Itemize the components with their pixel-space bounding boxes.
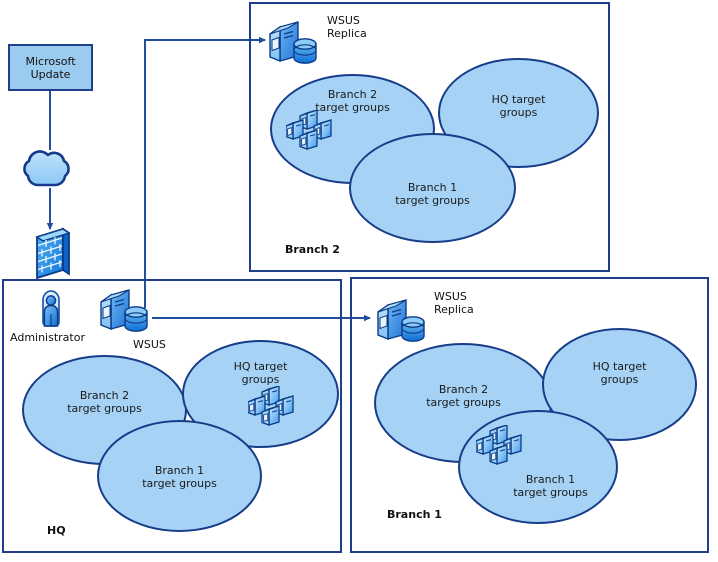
wsus-replica-label-branch2: WSUS Replica — [327, 14, 367, 40]
panel-label-branch2: Branch 2 — [285, 243, 340, 256]
label-line1: Branch 2 — [327, 88, 378, 101]
label-line2: Replica — [327, 27, 367, 40]
label-line2: target groups — [67, 402, 142, 415]
label-line2: target groups — [142, 477, 217, 490]
label-line2: groups — [499, 106, 538, 119]
label-b1-hq-groups: HQ target groups — [567, 360, 672, 386]
wsus-replica-label-branch1: WSUS Replica — [434, 290, 474, 316]
label-b1-branch2-groups: Branch 2 target groups — [411, 383, 516, 409]
label-b2-branch1-groups: Branch 1 target groups — [380, 181, 485, 207]
label-line2: groups — [600, 373, 639, 386]
panel-branch2 — [249, 2, 610, 272]
label-hq-branch1-groups: Branch 1 target groups — [127, 464, 232, 490]
computer-group-icon-branch2 — [286, 110, 338, 152]
label-line2: Replica — [434, 303, 474, 316]
label-hq-hq-groups: HQ target groups — [208, 360, 313, 386]
microsoft-update-box: Microsoft Update — [8, 44, 93, 91]
label-line1: Branch 2 — [79, 389, 130, 402]
microsoft-update-label: Microsoft Update — [25, 55, 75, 81]
label-line1: HQ target — [491, 93, 546, 106]
label-line1: Branch 1 — [525, 473, 576, 486]
computer-group-icon-branch1 — [476, 425, 528, 467]
label-line1: WSUS — [434, 290, 467, 303]
ellipse-b2-branch1-groups — [349, 133, 516, 243]
label-hq-branch2-groups: Branch 2 target groups — [52, 389, 157, 415]
cloud-icon — [23, 150, 70, 187]
label-line1: Branch 2 — [438, 383, 489, 396]
label-line1: HQ target — [592, 360, 647, 373]
label-line1: WSUS — [327, 14, 360, 27]
panel-label-hq: HQ — [47, 524, 66, 537]
connector-wsus-to-branch2-replica — [144, 36, 266, 308]
label-line2: Update — [30, 67, 71, 81]
label-line1: Branch 1 — [407, 181, 458, 194]
ellipse-b1-hq-groups — [542, 328, 697, 441]
label-line2: target groups — [426, 396, 501, 409]
ellipse-hq-branch1-groups — [97, 420, 262, 532]
panel-label-branch1: Branch 1 — [387, 508, 442, 521]
label-b1-branch1-groups: Branch 1 target groups — [498, 473, 603, 499]
label-line2: target groups — [395, 194, 470, 207]
label-b2-hq-groups: HQ target groups — [466, 93, 571, 119]
computer-group-icon-hq — [248, 386, 300, 428]
label-line2: target groups — [315, 101, 390, 114]
label-line2: groups — [241, 373, 280, 386]
label-line1: HQ target — [233, 360, 288, 373]
label-line2: target groups — [513, 486, 588, 499]
panel-branch1 — [350, 277, 709, 553]
administrator-label: Administrator — [10, 331, 85, 344]
firewall-icon — [35, 227, 71, 280]
panel-hq — [2, 279, 342, 553]
label-line1: Microsoft — [25, 54, 76, 68]
label-line1: Branch 1 — [154, 464, 205, 477]
ellipse-b1-branch1-groups — [458, 410, 618, 524]
wsus-label-hq: WSUS — [133, 338, 166, 351]
label-b2-branch2-groups: Branch 2 target groups — [300, 88, 405, 114]
